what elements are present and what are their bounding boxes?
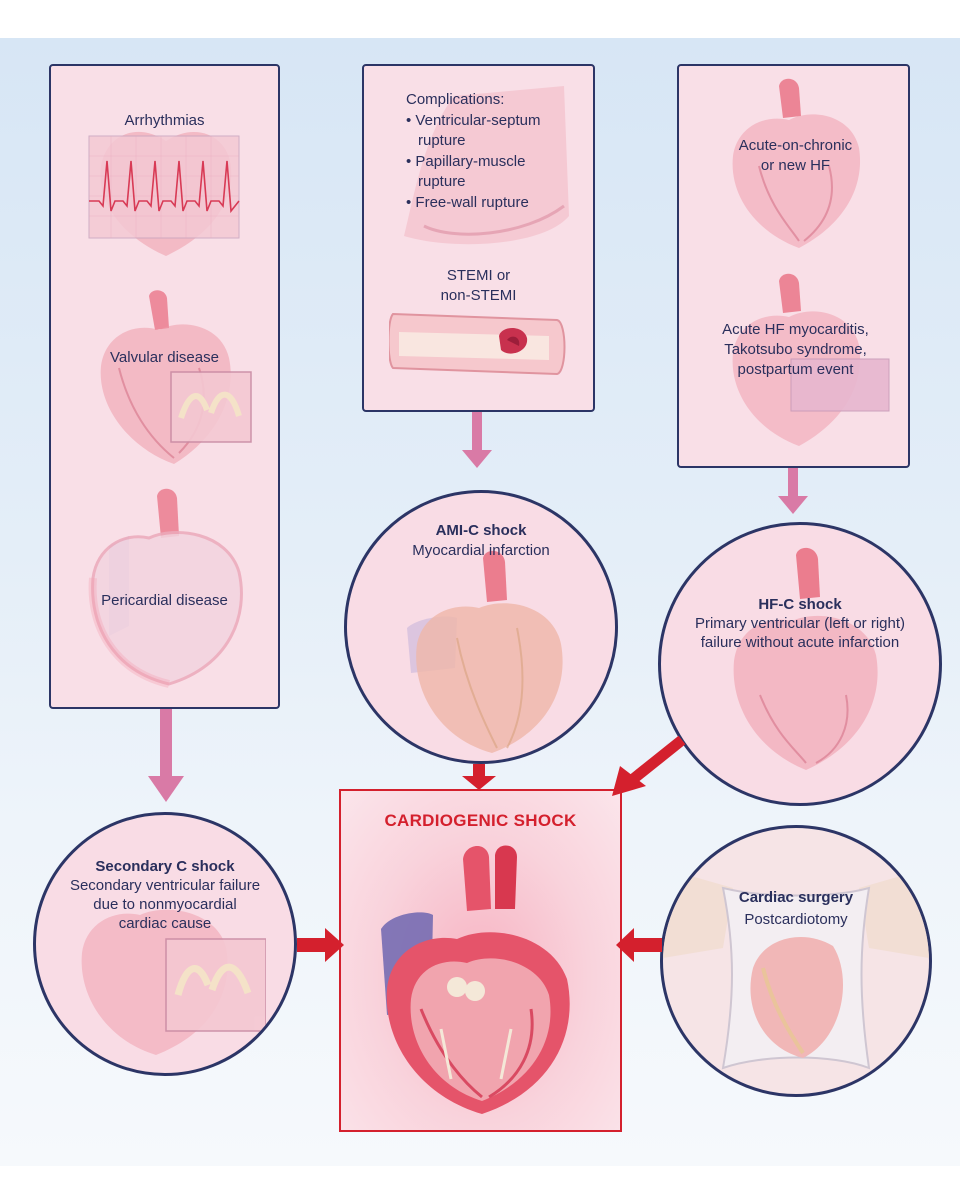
hf-heart-illustration: [733, 547, 878, 770]
new-hf-label: or new HF: [760, 157, 831, 174]
ami-shock-title: AMI-C shock: [435, 522, 527, 539]
hf-shock-circle: HF-C shock Primary ventricular (left or …: [658, 522, 942, 806]
left-panel: Arrhythmias Valvular disease Pericardial…: [49, 64, 280, 709]
hf-shock-line2: failure without acute infarction: [700, 634, 900, 651]
ecg-trace: [89, 160, 240, 214]
pink-arrow-left: [148, 709, 184, 802]
cardiogenic-shock-title: CARDIOGENIC SHOCK: [384, 811, 577, 830]
secondary-shock-circle: Secondary C shock Secondary ventricular …: [33, 812, 297, 1076]
chronic-hf-heart-illustration: [732, 78, 861, 249]
pink-arrow-middle: [462, 412, 492, 468]
arrhythmias-label: Arrhythmias: [124, 112, 205, 129]
stemi-label-line2: non-STEMI: [440, 287, 517, 304]
surgery-title: Cardiac surgery: [738, 889, 854, 906]
secondary-shock-title: Secondary C shock: [95, 858, 235, 875]
cardiac-surgery-circle: Cardiac surgery Postcardiotomy: [660, 825, 932, 1097]
complication-item: • Ventricular-septum: [406, 111, 541, 129]
valvular-disease-label: Valvular disease: [110, 349, 219, 366]
hf-shock-title: HF-C shock: [758, 596, 842, 613]
red-arrow-top: [462, 764, 496, 790]
ami-heart-illustration: [407, 550, 563, 753]
myocarditis-heart-illustration: [732, 273, 890, 446]
cardiogenic-heart-illustration: [381, 845, 570, 1114]
complications-list: Complications: • Ventricular-septum rupt…: [406, 90, 540, 213]
secondary-shock-line3: cardiac cause: [118, 915, 212, 932]
complication-item: • Papillary-muscle: [406, 152, 526, 170]
secondary-heart-illustration: [81, 909, 266, 1055]
ami-shock-circle: AMI-C shock Myocardial infarction: [344, 490, 618, 764]
red-arrow-diagonal: [612, 735, 686, 796]
stemi-label-line1: STEMI or: [446, 267, 511, 284]
pericardial-heart-illustration: [88, 488, 243, 688]
myocarditis-label-line2: Takotsubo syndrome,: [724, 341, 867, 358]
complications-title: Complications:: [406, 91, 505, 108]
surgery-subtitle: Postcardiotomy: [744, 911, 848, 928]
right-panel: Acute-on-chronic or new HF Acute HF myoc…: [677, 64, 910, 468]
myocarditis-label-line1: Acute HF myocarditis,: [722, 321, 869, 338]
acute-on-chronic-label: Acute-on-chronic: [738, 137, 853, 154]
complication-item: rupture: [418, 132, 466, 149]
middle-panel: STEMI or non-STEMI: [362, 64, 595, 412]
complication-item: • Free-wall rupture: [406, 193, 529, 211]
hf-shock-line1: Primary ventricular (left or right): [694, 615, 906, 632]
arrhythmia-heart-illustration: [88, 131, 240, 256]
pink-arrow-right: [778, 468, 808, 514]
coronary-artery-illustration: [389, 312, 566, 376]
secondary-shock-line1: Secondary ventricular failure: [69, 877, 261, 894]
red-arrow-right-into-box: [616, 928, 662, 962]
red-arrow-left-into-box: [297, 928, 344, 962]
myocarditis-label-line3: postpartum event: [737, 361, 854, 378]
complication-item: rupture: [418, 173, 466, 190]
rupture-heart-illustration: [404, 86, 569, 245]
secondary-shock-line2: due to nonmyocardial: [93, 896, 237, 913]
valvular-heart-illustration: [100, 290, 252, 464]
surgery-illustration: [663, 868, 929, 1070]
ami-shock-subtitle: Myocardial infarction: [412, 542, 550, 559]
pericardial-disease-label: Pericardial disease: [101, 592, 228, 609]
cardiogenic-shock-box: CARDIOGENIC SHOCK: [339, 789, 622, 1132]
